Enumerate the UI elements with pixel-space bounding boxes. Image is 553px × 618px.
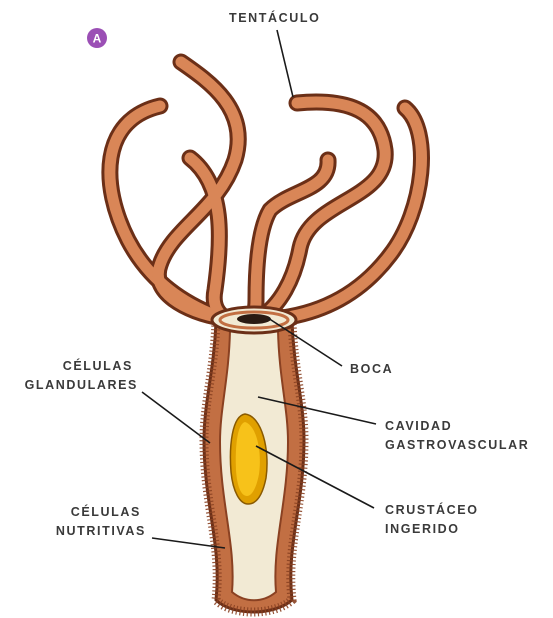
badge-letter: A (93, 32, 102, 46)
hydra-body (204, 307, 304, 612)
label-cavidad-gastrovascular-line1: CAVIDAD (385, 419, 452, 433)
label-celulas-glandulares-line2: GLANDULARES (25, 378, 138, 392)
tentacles (110, 62, 422, 318)
label-celulas-glandulares: CÉLULAS GLANDULARES (25, 358, 138, 392)
panel-badge: A (87, 28, 107, 48)
tentacle-6 (282, 108, 421, 318)
leader-tentaculo (277, 30, 293, 97)
label-celulas-glandulares-line1: CÉLULAS (63, 358, 133, 373)
label-celulas-nutritivas-line2: NUTRITIVAS (56, 524, 146, 538)
label-celulas-nutritivas-line1: CÉLULAS (71, 504, 141, 519)
leader-celulas-glandulares (142, 392, 210, 443)
label-cavidad-gastrovascular: CAVIDAD GASTROVASCULAR (385, 419, 529, 452)
label-crustaceo-ingerido-line1: CRUSTÁCEO (385, 502, 479, 517)
mouth-opening (237, 314, 271, 324)
label-crustaceo-ingerido-line2: INGERIDO (385, 522, 460, 536)
label-tentaculo: TENTÁCULO (229, 10, 320, 25)
label-crustaceo-ingerido: CRUSTÁCEO INGERIDO (385, 502, 484, 536)
label-boca: BOCA (350, 362, 393, 376)
label-celulas-nutritivas: CÉLULAS NUTRITIVAS (56, 504, 146, 538)
label-cavidad-gastrovascular-line2: GASTROVASCULAR (385, 438, 529, 452)
